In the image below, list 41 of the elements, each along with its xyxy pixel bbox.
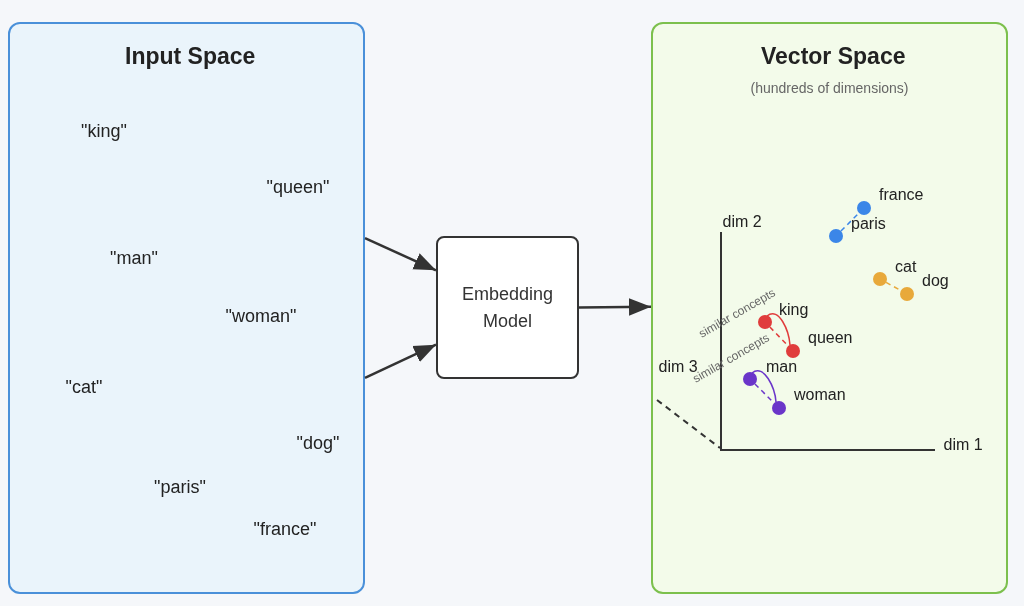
word-label: "queen" — [266, 176, 330, 198]
panel-subtitle: (hundreds of dimensions) — [750, 80, 909, 96]
panel-title: Input Space — [125, 42, 256, 70]
axis-label: dim 2 — [722, 213, 762, 231]
point-label: france — [879, 186, 924, 204]
dashed-line — [885, 281, 902, 292]
word-label: "woman" — [225, 305, 297, 327]
point-label: cat — [895, 258, 917, 276]
input-panel — [8, 22, 365, 594]
point-label: man — [766, 358, 798, 376]
connector-curve — [751, 369, 777, 403]
word-label: "king" — [81, 120, 127, 142]
word-label: "paris" — [154, 476, 206, 498]
process-box — [436, 236, 579, 379]
word-label: "dog" — [296, 432, 340, 454]
data-point — [772, 401, 786, 415]
dashed-line — [840, 212, 860, 232]
data-point — [829, 229, 843, 243]
panel-title: Vector Space — [761, 42, 906, 70]
point-label: woman — [794, 386, 846, 404]
data-point — [873, 272, 887, 286]
arrow — [364, 237, 437, 272]
word-label: "france" — [253, 518, 317, 540]
word-label: "man" — [110, 247, 158, 269]
box-label: Embedding Model — [460, 282, 555, 333]
connector-curve — [766, 312, 791, 346]
arrow — [579, 298, 651, 316]
arrow — [364, 343, 437, 379]
dashed-line — [754, 383, 775, 404]
point-label: paris — [851, 215, 886, 233]
point-label: queen — [808, 329, 853, 347]
point-label: king — [779, 301, 809, 319]
vector-space-panel — [651, 22, 1008, 594]
data-point — [900, 287, 914, 301]
data-point — [857, 201, 871, 215]
data-point — [786, 344, 800, 358]
data-point — [743, 372, 757, 386]
dashed-line — [769, 326, 789, 347]
point-label: dog — [922, 272, 949, 290]
word-label: "cat" — [65, 376, 103, 398]
axis-label: dim 1 — [943, 436, 983, 454]
